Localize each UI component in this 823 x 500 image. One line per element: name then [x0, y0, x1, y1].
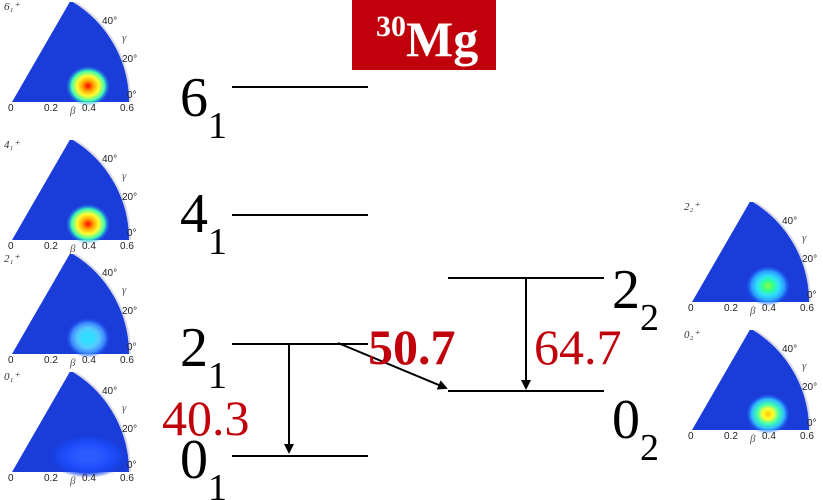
pes-gamma-label: γ	[122, 170, 126, 182]
pes-gamma-tick: 40°	[102, 16, 117, 27]
pes-minimum-spot	[66, 66, 110, 106]
pes-gamma-tick: 20°	[122, 54, 137, 65]
pes-minimum-spot	[66, 204, 110, 244]
pes-gamma-tick: 0°	[807, 418, 817, 429]
pes-beta-tick: 0.6	[800, 303, 814, 314]
pes-gamma-tick: 20°	[122, 306, 137, 317]
pes-gamma-tick: 0°	[127, 342, 137, 353]
pes-beta-label: β	[70, 357, 75, 369]
pes-beta-tick: 0.6	[120, 355, 134, 366]
pes-beta-tick: 0.4	[82, 355, 96, 366]
pes-beta-tick: 0.6	[120, 241, 134, 252]
pes-beta-tick: 0.4	[762, 431, 776, 442]
pes-minimum-spot	[48, 434, 128, 478]
transition-value-40-3: 40.3	[162, 393, 250, 443]
pes-gamma-label: γ	[122, 402, 126, 414]
pes-beta-tick: 0	[688, 303, 694, 314]
pes-gamma-tick: 40°	[782, 344, 797, 355]
pes-gamma-tick: 40°	[102, 268, 117, 279]
pes-beta-tick: 0.2	[44, 241, 58, 252]
pes-beta-label: β	[70, 105, 75, 117]
pes-beta-label: β	[750, 433, 755, 445]
pes-gamma-label: γ	[122, 284, 126, 296]
pes-beta-tick: 0.4	[82, 103, 96, 114]
pes-gamma-tick: 20°	[802, 382, 817, 393]
pes-minimum-spot	[746, 266, 790, 306]
pes-gamma-tick: 20°	[122, 192, 137, 203]
pes-gamma-tick: 0°	[127, 228, 137, 239]
pes-beta-tick: 0	[8, 103, 14, 114]
pes-beta-tick: 0	[8, 355, 14, 366]
pes-minimum-spot	[66, 318, 110, 358]
pes-beta-tick: 0	[8, 473, 14, 484]
pes-beta-tick: 0.2	[44, 103, 58, 114]
pes-beta-tick: 0.6	[120, 103, 134, 114]
pes-beta-tick: 0.4	[762, 303, 776, 314]
pes-beta-label: β	[750, 305, 755, 317]
pes-beta-tick: 0.2	[724, 431, 738, 442]
pes-beta-tick: 0.6	[120, 473, 134, 484]
pes-beta-label: β	[70, 475, 75, 487]
pes-beta-tick: 0.2	[44, 473, 58, 484]
pes-minimum-spot	[746, 394, 790, 434]
pes-beta-tick: 0	[688, 431, 694, 442]
pes-gamma-label: γ	[122, 32, 126, 44]
pes-gamma-label: γ	[802, 360, 806, 372]
pes-gamma-tick: 40°	[102, 386, 117, 397]
pes-beta-tick: 0.4	[82, 241, 96, 252]
pes-beta-tick: 0.2	[44, 355, 58, 366]
pes-beta-tick: 0.6	[800, 431, 814, 442]
pes-beta-tick: 0.4	[82, 473, 96, 484]
pes-beta-tick: 0	[8, 241, 14, 252]
pes-beta-tick: 0.2	[724, 303, 738, 314]
pes-gamma-tick: 20°	[122, 424, 137, 435]
pes-gamma-tick: 40°	[782, 216, 797, 227]
pes-gamma-tick: 40°	[102, 154, 117, 165]
pes-gamma-tick: 0°	[127, 90, 137, 101]
transition-value-64-7: 64.7	[534, 322, 622, 372]
pes-gamma-tick: 0°	[807, 290, 817, 301]
pes-gamma-tick: 20°	[802, 254, 817, 265]
transition-value-50-7: 50.7	[368, 322, 456, 372]
pes-gamma-tick: 0°	[127, 460, 137, 471]
pes-gamma-label: γ	[802, 232, 806, 244]
